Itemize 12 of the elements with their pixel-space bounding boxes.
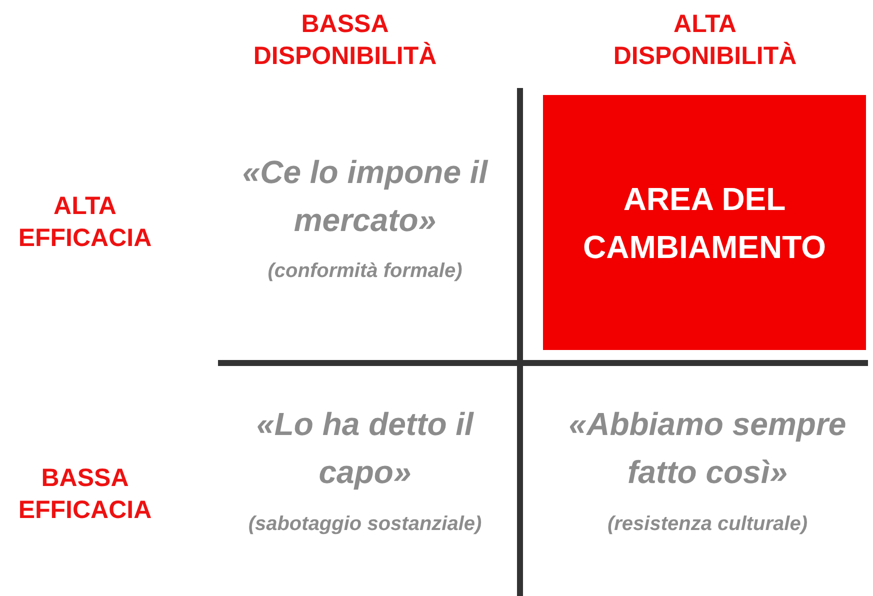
row-header: BASSA EFFICACIA	[17, 463, 153, 526]
quadrant-title: AREA DEL CAMBIAMENTO	[582, 180, 827, 266]
row-header: ALTA EFFICACIA	[17, 191, 153, 254]
quadrant-quote: «Ce lo impone il mercato»	[241, 153, 490, 240]
column-header: ALTA DISPONIBILITÀ	[612, 9, 798, 72]
quadrant-quote: «Lo ha detto il capo»	[256, 405, 475, 492]
quadrant-note: (resistenza culturale)	[606, 512, 809, 537]
column-header: BASSA DISPONIBILITÀ	[252, 9, 438, 72]
quadrant-note: (sabotaggio sostanziale)	[247, 512, 483, 537]
quadrant-note: (conformità formale)	[266, 259, 464, 284]
highlight-quadrant	[543, 95, 866, 350]
quadrant-quote: «Abbiamo sempre fatto così»	[568, 405, 848, 492]
